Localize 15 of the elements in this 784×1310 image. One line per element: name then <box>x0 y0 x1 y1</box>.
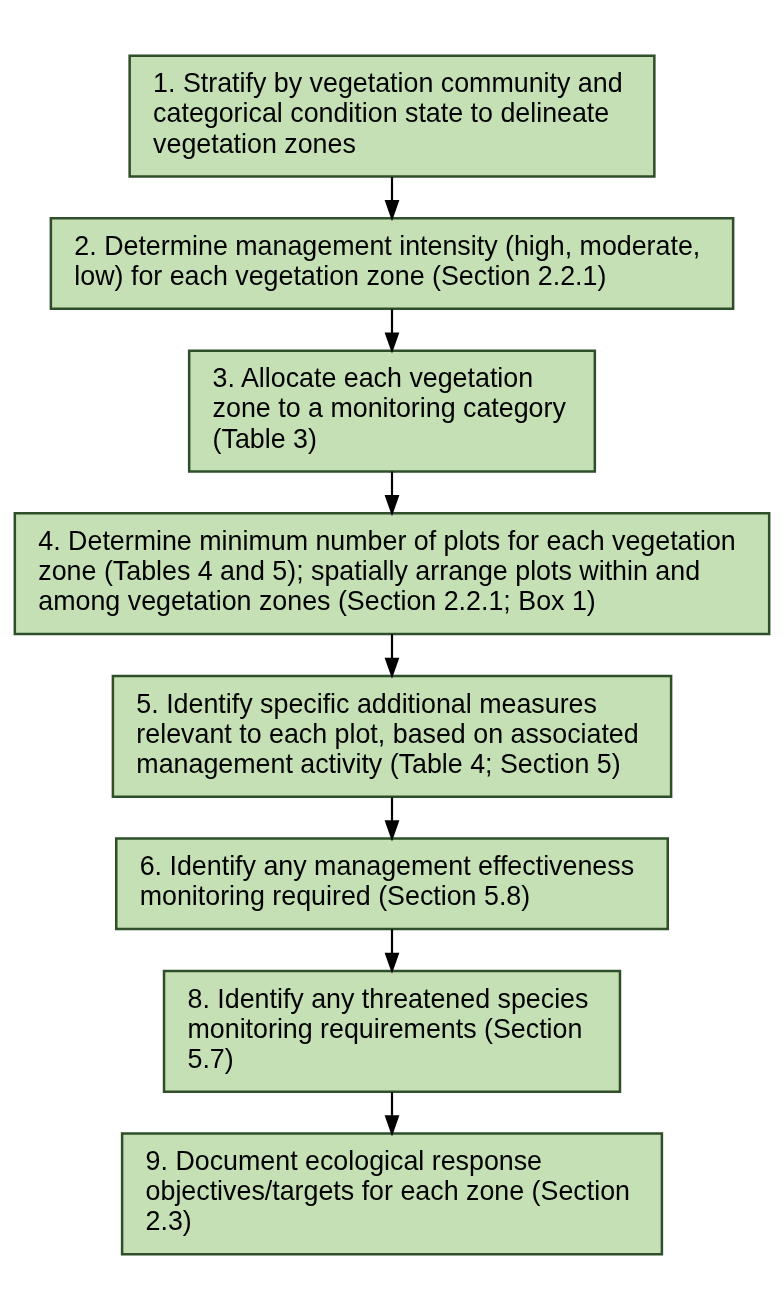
node-box: 8. Identify any threatened species monitoring requirements (Section 5.7) <box>162 969 622 1093</box>
arrow <box>384 471 400 517</box>
arrow <box>384 1091 400 1137</box>
arrow <box>384 177 400 222</box>
node-box: 4. Determine minimum number of plots for each vegetation zone (Tables 4 and 5); spatially arrange plots within and among vegetation zones (Section 2.2.1; Box 1) <box>13 512 771 636</box>
arrow <box>384 309 400 354</box>
node-box: 3. Allocate each vegetation zone to a monitoring category (Table 3) <box>187 349 597 473</box>
arrow <box>384 929 400 974</box>
node-box: 1. Stratify by vegetation community and categorical condition state to delineate vegetation zones <box>128 54 656 178</box>
node-box: 5. Identify specific additional measures relevant to each plot, based on associated management activity (Table 4; Section 5) <box>111 674 673 798</box>
node-box: 6. Identify any management effectiveness monitoring required (Section 5.8) <box>115 837 669 931</box>
arrow <box>384 634 400 679</box>
arrow <box>384 797 400 842</box>
node-box: 2. Determine management intensity (high, moderate, low) for each vegetation zone (Section 2.2.1) <box>49 217 735 311</box>
node-box: 9. Document ecological response objectives/targets for each zone (Section 2.3) <box>120 1132 664 1256</box>
